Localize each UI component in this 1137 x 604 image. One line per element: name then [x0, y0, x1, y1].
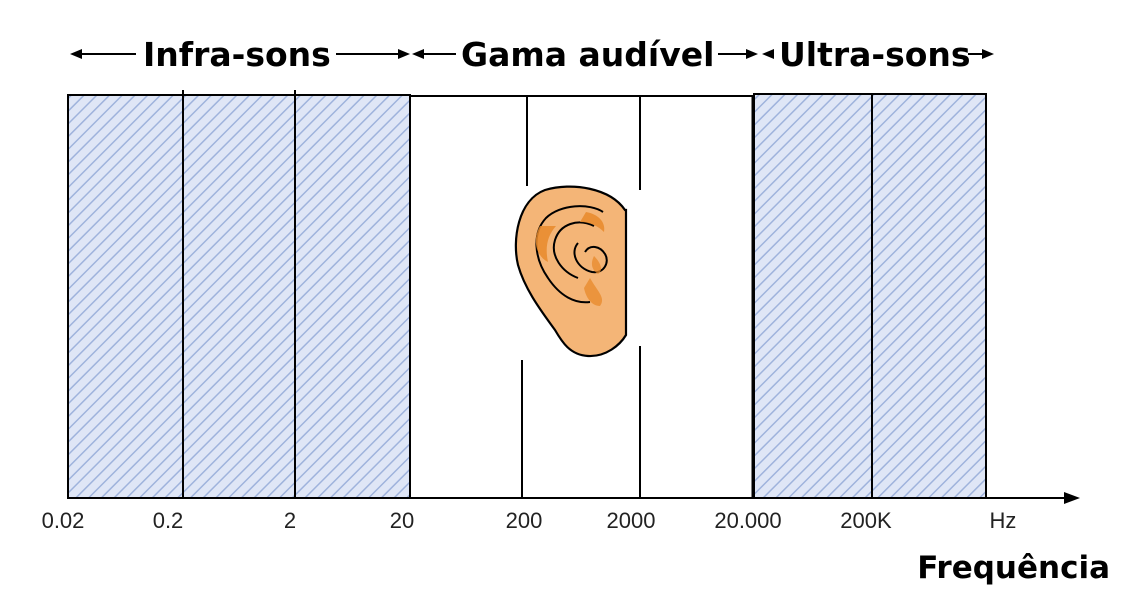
tick-label: 2000	[607, 508, 656, 533]
infrasound-label: Infra-sons	[143, 35, 331, 74]
audible-range-arrow	[412, 49, 758, 59]
ear-icon	[514, 185, 628, 358]
audible-range-label: Gama audível	[461, 35, 714, 74]
infrasound-hatched-region	[68, 95, 410, 498]
ultrasound-range-arrow	[762, 49, 994, 59]
tick-label: 20	[390, 508, 414, 533]
axis-unit-label: Hz	[990, 508, 1017, 533]
tick-label: 20.000	[714, 508, 781, 533]
tick-label: 0.02	[42, 508, 85, 533]
axis-arrowhead-icon	[1064, 492, 1080, 504]
tick-label: 2	[284, 508, 296, 533]
tick-label: 200	[506, 508, 543, 533]
tick-label: 200K	[840, 508, 892, 533]
infrasound-range-arrow	[70, 49, 410, 59]
axis-title: Frequência	[917, 550, 1110, 586]
ultrasound-label: Ultra-sons	[779, 35, 971, 74]
tick-label: 0.2	[153, 508, 184, 533]
ultrasound-hatched-region	[754, 94, 986, 498]
